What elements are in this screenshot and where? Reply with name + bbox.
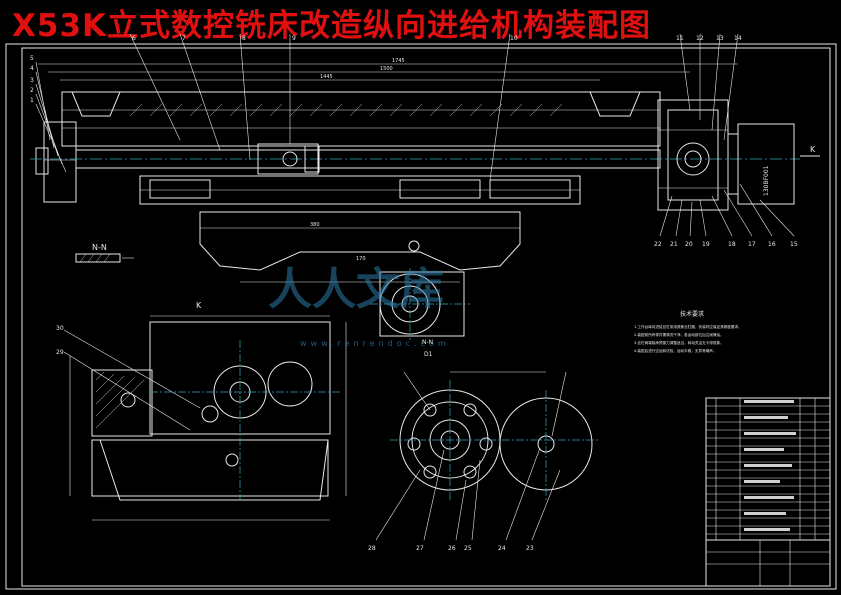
section-nn-label: N-N <box>92 243 107 252</box>
dim-inner: 1445 <box>320 74 333 80</box>
leaders-bottom <box>659 183 795 237</box>
tech-requirement-1: 1.工作台纵向进给丝杠采用滚珠丝杠副，安装时应保证其精度要求。 <box>634 324 742 329</box>
tech-requirement-2: 2.装配前所有零件需清洗干净，各运动部位加注润滑油。 <box>634 332 724 337</box>
svg-text:3: 3 <box>30 77 34 84</box>
svg-text:17: 17 <box>748 241 756 248</box>
part-numbers-bottom: 22 21 20 19 18 17 16 15 <box>654 241 798 248</box>
section-nn-lower-bottom: D1 <box>424 351 433 358</box>
tech-requirement-3: 3.丝杠两端轴承预紧力调整适当，转动灵活无卡滞现象。 <box>634 340 724 345</box>
svg-text:14: 14 <box>734 35 742 42</box>
view-arrow-k: K <box>810 145 816 154</box>
svg-text:13: 13 <box>716 35 724 42</box>
section-nn-lower: N-N D1 <box>370 268 470 358</box>
svg-text:10: 10 <box>510 35 518 42</box>
watermark: 人人文库 www.renrendoc.com <box>268 264 450 348</box>
ball-nut <box>257 143 319 175</box>
view-k-label: K <box>196 301 202 310</box>
watermark-url: www.renrendoc.com <box>300 339 450 348</box>
svg-text:11: 11 <box>676 35 684 42</box>
part-number-29: 29 <box>56 349 64 356</box>
section-nn-lower-label: N-N <box>422 339 433 346</box>
gear-leaders <box>375 447 561 541</box>
svg-text:8: 8 <box>242 35 246 42</box>
svg-text:27: 27 <box>416 545 424 552</box>
svg-text:19: 19 <box>702 241 710 248</box>
svg-text:9: 9 <box>292 35 296 42</box>
motor-label: 130BF001 <box>763 165 770 196</box>
svg-text:2: 2 <box>30 87 34 94</box>
table-hatch <box>129 103 563 117</box>
svg-text:6: 6 <box>132 35 136 42</box>
parts-list-rows <box>706 405 830 535</box>
svg-text:24: 24 <box>498 545 506 552</box>
svg-text:4: 4 <box>30 65 34 72</box>
svg-text:15: 15 <box>790 241 798 248</box>
svg-text:5: 5 <box>30 55 34 62</box>
svg-text:16: 16 <box>768 241 776 248</box>
part-numbers-top: 5 4 3 2 1 7 6 8 9 10 11 12 13 14 <box>30 35 742 104</box>
svg-text:22: 22 <box>654 241 662 248</box>
view-k: K 30 29 <box>56 301 347 521</box>
svg-text:12: 12 <box>696 35 704 42</box>
svg-text:21: 21 <box>670 241 678 248</box>
tech-requirements: 技术要求 1.工作台纵向进给丝杠采用滚珠丝杠副，安装时应保证其精度要求。 2.装… <box>634 310 742 353</box>
dim-travel: 1500 <box>380 66 393 72</box>
tech-requirements-heading: 技术要求 <box>680 310 704 318</box>
drawing-title: X53K立式数控铣床改造纵向进给机构装配图 <box>12 8 652 44</box>
parts-list <box>705 397 831 587</box>
dim-width: 380 <box>310 222 320 228</box>
main-view: 1745 1500 1445 <box>30 33 820 248</box>
parts-list-marks <box>744 400 796 531</box>
tech-requirement-4: 4.装配后进行空运转试验，运动平稳，无异常噪声。 <box>634 348 717 353</box>
work-table <box>61 91 661 147</box>
outer-frame <box>5 43 837 590</box>
svg-text:26: 26 <box>448 545 456 552</box>
svg-text:20: 20 <box>685 241 693 248</box>
svg-text:23: 23 <box>526 545 534 552</box>
watermark-text: 人人文库 <box>268 264 444 315</box>
svg-text:18: 18 <box>728 241 736 248</box>
leaders-top <box>35 33 739 181</box>
dim-overall: 1745 <box>392 58 405 64</box>
svg-text:25: 25 <box>464 545 472 552</box>
gear-view: 28 27 26 25 24 23 <box>368 371 600 552</box>
section-nn: N-N <box>75 243 134 263</box>
part-number-30: 30 <box>56 325 64 332</box>
inner-frame <box>21 47 831 587</box>
svg-text:7: 7 <box>182 35 186 42</box>
dim-height: 170 <box>356 256 366 262</box>
view-k-hatch <box>95 371 145 429</box>
svg-text:1: 1 <box>30 97 34 104</box>
knee-bracket: 380 170 <box>199 211 521 283</box>
svg-text:28: 28 <box>368 545 376 552</box>
gear-part-numbers: 28 27 26 25 24 23 <box>368 545 534 552</box>
